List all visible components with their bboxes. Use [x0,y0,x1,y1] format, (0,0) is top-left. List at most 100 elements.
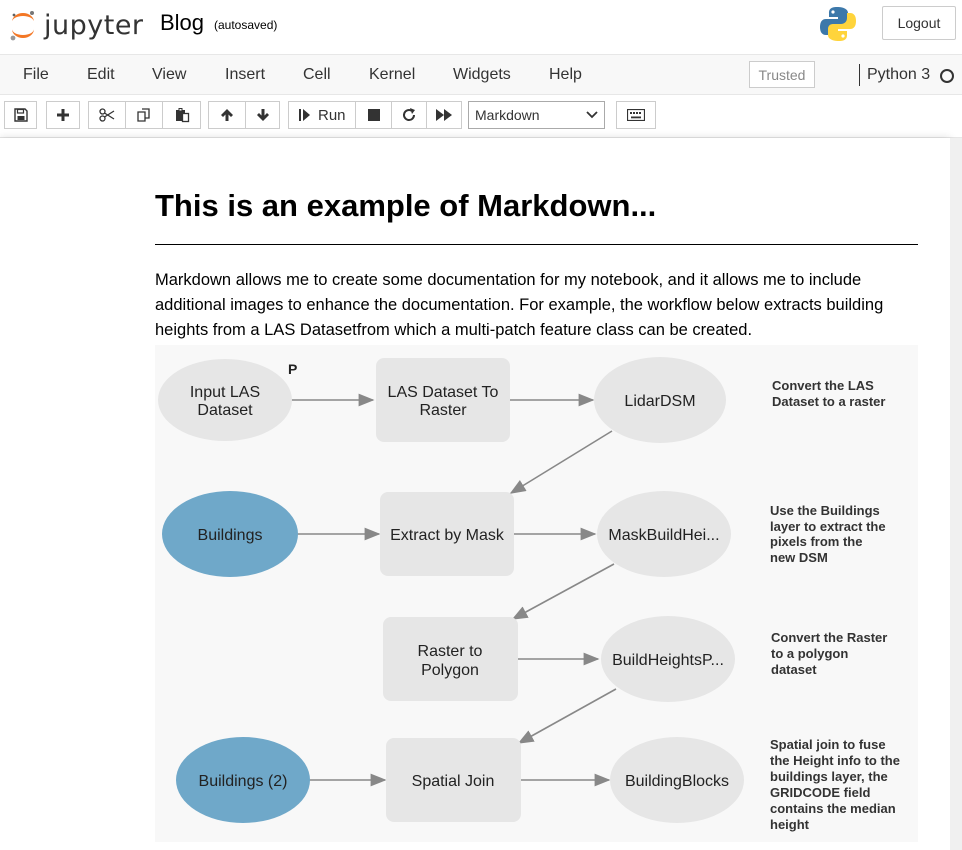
note-3-line-1: Convert the Raster [771,630,887,645]
menu-kernel[interactable]: Kernel [369,66,416,83]
menu-cell[interactable]: Cell [303,66,331,83]
note-4-line-3: buildings layer, the [770,769,888,784]
header: jupyter Blog (autosaved) Logout [0,0,962,54]
logout-button[interactable]: Logout [882,6,956,40]
menu-file[interactable]: File [23,66,49,83]
markdown-heading: This is an example of Markdown... [155,188,657,223]
menu-edit[interactable]: Edit [87,66,115,83]
run-button[interactable]: Run [288,101,356,129]
autosave-status: (autosaved) [214,18,278,32]
heading-rule [155,244,918,245]
move-up-button[interactable] [208,101,246,129]
save-icon [13,108,28,122]
node-build-heights-polygon-label: BuildHeightsP... [612,652,724,669]
vertical-scrollbar[interactable] [950,138,962,850]
paste-icon [175,108,189,123]
note-2-line-4: new DSM [770,550,828,565]
node-input-las [158,359,292,441]
node-building-blocks [610,737,744,823]
interrupt-button[interactable] [355,101,392,129]
notebook-container[interactable]: This is an example of Markdown... Markdo… [0,138,962,850]
note-4-line-2: the Height info to the [770,753,900,768]
run-icon [299,109,310,121]
notebook-name[interactable]: Blog [160,10,205,35]
save-button[interactable] [4,101,37,129]
cell-type-select[interactable]: Markdown [468,101,605,129]
keyboard-icon [627,109,645,121]
note-4-line-5: contains the median [770,801,896,816]
note-2-line-2: layer to extract the [770,519,886,534]
arrow-dsm-to-mask [509,430,613,494]
note-2-line-3: pixels from the [770,534,862,549]
restart-run-all-button[interactable] [426,101,462,129]
jupyter-logo[interactable]: jupyter [8,6,144,44]
toolbar: Run Markdown [0,95,962,138]
arrow-buildheights-to-join [517,688,617,744]
menu-insert[interactable]: Insert [225,66,266,83]
kernel-name[interactable]: Python 3 [867,66,931,83]
kernel-status-icon [940,69,954,83]
node-building-blocks-label: BuildingBlocks [625,773,729,790]
command-palette-button[interactable] [616,101,656,129]
notebook-page: This is an example of Markdown... Markdo… [0,138,950,850]
run-label: Run [318,106,346,124]
node-lidar-dsm-label: LidarDSM [624,393,695,410]
workflow-diagram: Input LAS Dataset P LAS Dataset To Raste… [155,345,918,842]
node-spatial-join-label: Spatial Join [412,773,495,790]
stop-icon [367,109,380,121]
scissors-icon [99,108,115,122]
node-raster-to-polygon [383,617,518,701]
kernel-separator [859,64,860,86]
node-las-to-raster-label-2: Raster [419,402,467,419]
paste-button[interactable] [162,101,201,129]
menu-view[interactable]: View [152,66,187,83]
note-4-line-4: GRIDCODE field [770,785,870,800]
chevron-down-icon [586,111,598,119]
node-las-to-raster [376,358,510,442]
move-down-button[interactable] [245,101,280,129]
arrow-maskbuild-to-polygon [511,563,615,620]
note-3-line-2: to a polygon [771,646,848,661]
cell-type-value: Markdown [475,107,540,123]
node-input-las-label-2: Dataset [197,402,253,419]
node-spatial-join [386,738,521,822]
node-mask-build-heights [597,491,731,577]
node-raster-to-polygon-label-1: Raster to [418,643,483,660]
menu-widgets[interactable]: Widgets [453,66,511,83]
jupyter-logo-text: jupyter [44,9,144,41]
arrow-up-icon [221,109,233,121]
cut-button[interactable] [88,101,126,129]
node-build-heights-polygon [601,616,735,702]
insert-cell-button[interactable] [46,101,80,129]
node-raster-to-polygon-label-2: Polygon [421,662,479,679]
copy-icon [137,108,150,122]
note-1-line-1: Convert the LAS [772,378,874,393]
node-extract-by-mask [380,492,514,576]
node-extract-by-mask-label: Extract by Mask [390,527,505,544]
parameter-marker: P [288,361,297,377]
python-logo-icon [820,7,856,41]
note-1-line-2: Dataset to a raster [772,394,885,409]
note-4-line-1: Spatial join to fuse [770,737,886,752]
trusted-indicator[interactable]: Trusted [749,61,815,88]
fast-forward-icon [436,109,452,121]
node-las-to-raster-label-1: LAS Dataset To [388,384,499,401]
copy-button[interactable] [125,101,163,129]
menubar: File Edit View Insert Cell Kernel Widget… [0,54,962,95]
node-buildings [162,491,298,577]
note-2-line-1: Use the Buildings [770,503,880,518]
note-3-line-3: dataset [771,662,817,677]
node-buildings-2 [176,737,310,823]
note-4-line-6: height [770,817,810,832]
node-lidar-dsm [594,357,726,443]
node-input-las-label-1: Input LAS [190,384,260,401]
node-buildings-2-label: Buildings (2) [199,773,288,790]
jupyter-logo-icon [10,11,34,41]
restart-icon [403,108,416,121]
menu-help[interactable]: Help [549,66,582,83]
node-mask-build-heights-label: MaskBuildHei... [608,527,719,544]
plus-icon [57,109,69,121]
restart-button[interactable] [391,101,427,129]
arrow-down-icon [256,109,269,121]
node-buildings-label: Buildings [198,527,263,544]
